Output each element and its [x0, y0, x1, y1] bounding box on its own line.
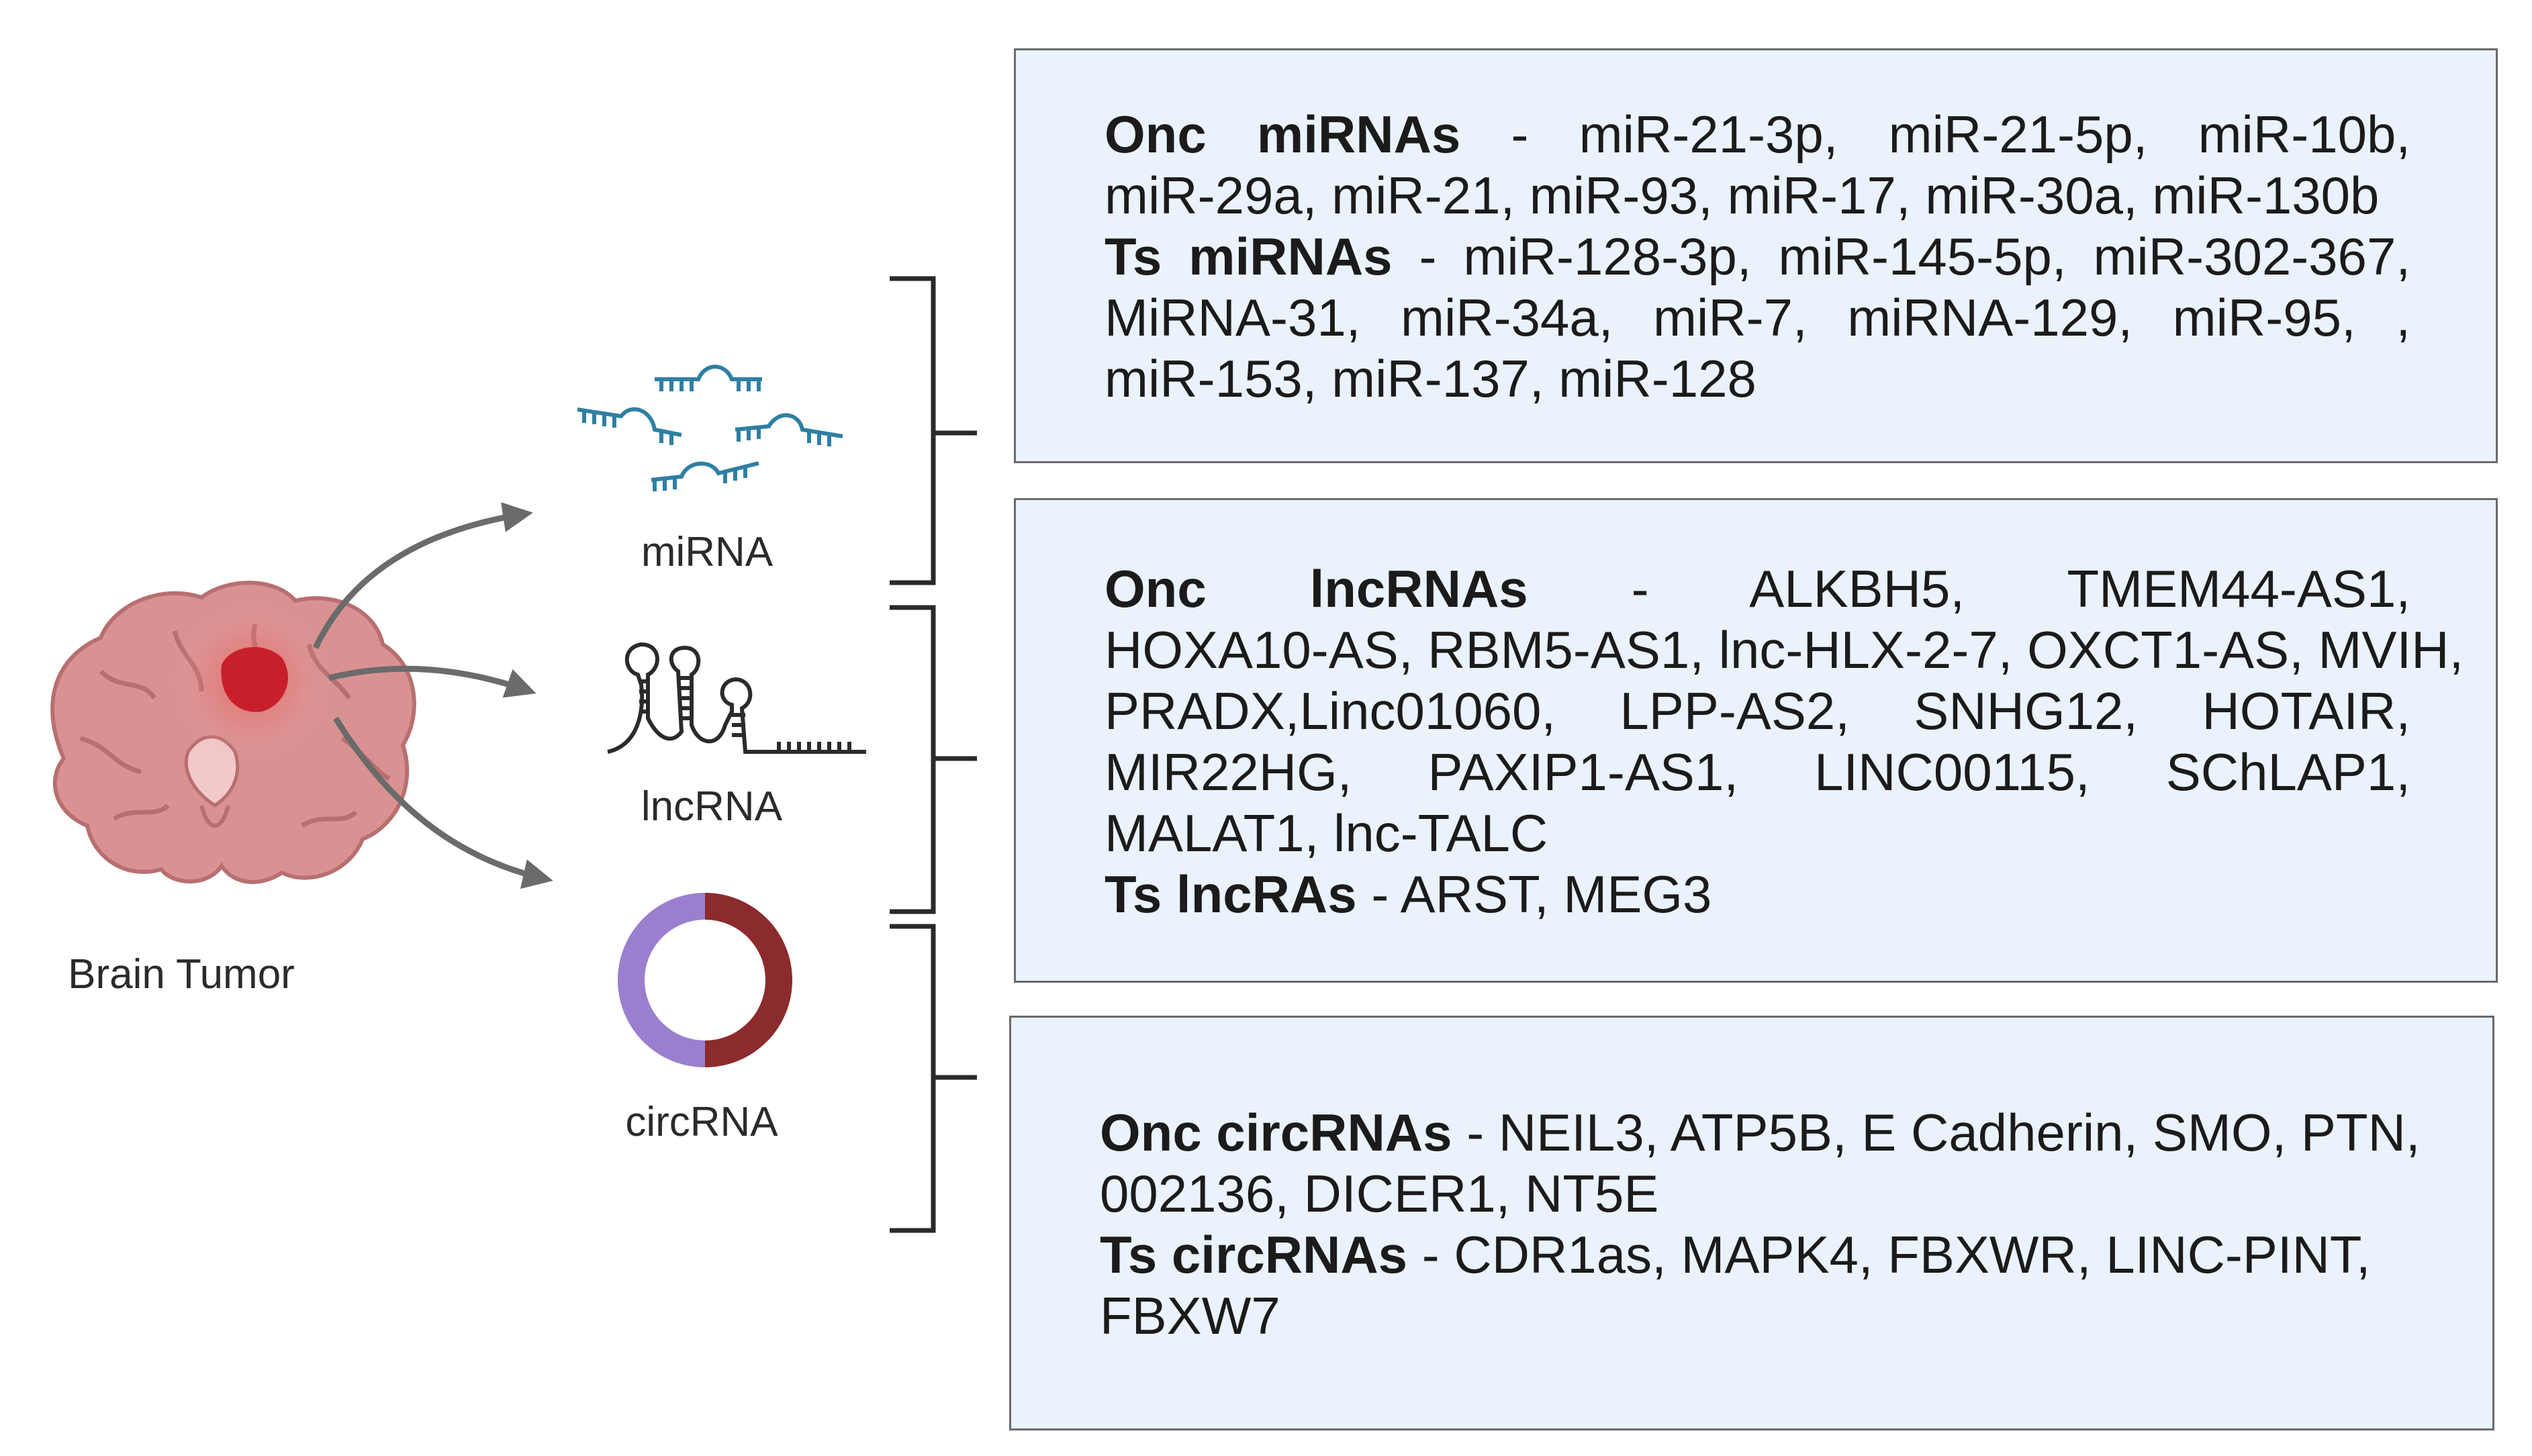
arrow-to-circrna	[333, 716, 553, 889]
circrna-info-box	[1009, 1016, 2494, 1430]
mirna-line: Ts miRNAs - miR-128-3p, miR-145-5p, miR-…	[1105, 227, 2410, 286]
mirna-label: miRNA	[641, 529, 773, 575]
arrow-to-lncrna	[328, 665, 536, 698]
mirna-line: MiRNA-31, miR-34a, miR-7, miRNA-129, miR…	[1105, 288, 2410, 347]
mirna-line: Onc miRNAs - miR-21-3p, miR-21-5p, miR-1…	[1105, 105, 2411, 164]
mirna-line: miR-153, miR-137, miR-128	[1105, 349, 1756, 408]
circrna-line: 002136, DICER1, NT5E	[1100, 1164, 1659, 1223]
lncrna-line: PRADX,Linc01060, LPP-AS2, SNHG12, HOTAIR…	[1105, 681, 2410, 740]
arrow-to-mirna	[312, 502, 533, 649]
lncrna-bracket	[890, 605, 977, 914]
brain-tumor-icon	[50, 581, 416, 884]
mirna-bracket	[890, 276, 977, 585]
circrna-info-text: Onc circRNAs - NEIL3, ATP5B, E Cadherin,…	[1100, 1102, 2421, 1347]
circrna-label: circRNA	[625, 1099, 778, 1145]
mirna-info-text: Onc miRNAs - miR-21-3p, miR-21-5p, miR-1…	[1105, 104, 2410, 409]
lncrna-line: MALAT1, lnc-TALC	[1105, 804, 1548, 863]
circrna-ring-icon	[618, 893, 792, 1067]
brain-tumor-label: Brain Tumor	[68, 951, 295, 998]
lncrna-info-box	[1014, 498, 2498, 983]
lncrna-line: HOXA10-AS, RBM5-AS1, lnc-HLX-2-7, OXCT1-…	[1105, 620, 2464, 679]
mirna-line: miR-29a, miR-21, miR-93, miR-17, miR-30a…	[1105, 166, 2380, 225]
circrna-bracket	[890, 924, 977, 1233]
lncrna-hairpin-icon	[607, 642, 866, 754]
circrna-line: Ts circRNAs - CDR1as, MAPK4, FBXWR, LINC…	[1100, 1225, 2371, 1284]
lncrna-line: MIR22HG, PAXIP1-AS1, LINC00115, SChLAP1,	[1105, 742, 2410, 802]
lncrna-info-text: Onc lncRNAs - ALKBH5, TMEM44-AS1, HOXA10…	[1105, 559, 2464, 925]
circrna-line: FBXW7	[1100, 1286, 1280, 1345]
mirna-info-box	[1014, 48, 2498, 463]
lncrna-label: lncRNA	[641, 783, 783, 830]
mirna-strands-icon	[577, 365, 843, 491]
lncrna-line: Ts lncRAs - ARST, MEG3	[1105, 865, 1712, 924]
lncrna-line: Onc lncRNAs - ALKBH5, TMEM44-AS1,	[1105, 559, 2410, 618]
circrna-line: Onc circRNAs - NEIL3, ATP5B, E Cadherin,…	[1100, 1103, 2421, 1162]
